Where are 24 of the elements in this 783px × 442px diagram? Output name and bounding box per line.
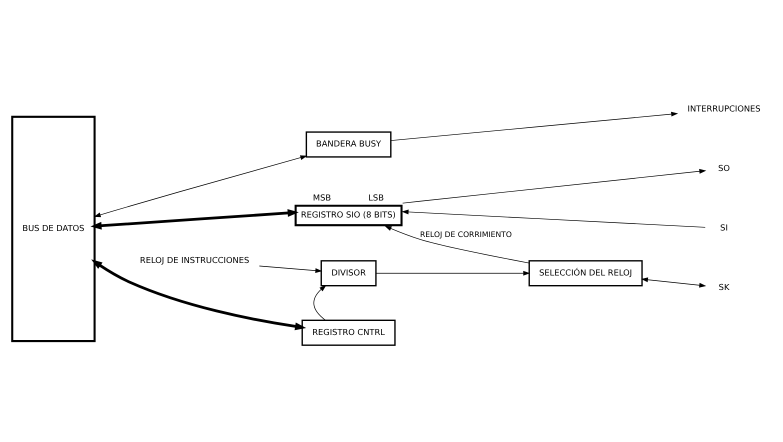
node-text: SO [718,162,730,173]
node-box: REGISTRO SIO (8 BITS) [294,204,403,226]
arrow [390,112,678,141]
node-box: SELECCIÓN DEL RELOJ [528,260,643,286]
node-box: REGISTRO CNTRL [302,320,396,346]
node-box: BANDERA BUSY [306,131,392,158]
arrow [94,155,308,218]
arrow [91,259,306,330]
node-text: SK [718,282,730,292]
node-box: BUS DE DATOS [11,116,96,342]
arrow [402,168,706,204]
arrow [259,266,322,274]
node-label: LSB [368,192,384,202]
arrow [641,277,706,288]
node-text: RELOJ DE INSTRUCCIONES [140,254,250,265]
node-text: INTERRUPCIONES [688,103,761,114]
arrow [402,210,706,228]
node-box: DIVISOR [320,260,377,286]
arrow [376,270,530,276]
arrow [90,209,299,230]
arrow [384,226,530,264]
node-text: SI [720,222,728,232]
node-label: MSB [312,192,332,202]
arrow [313,285,326,321]
